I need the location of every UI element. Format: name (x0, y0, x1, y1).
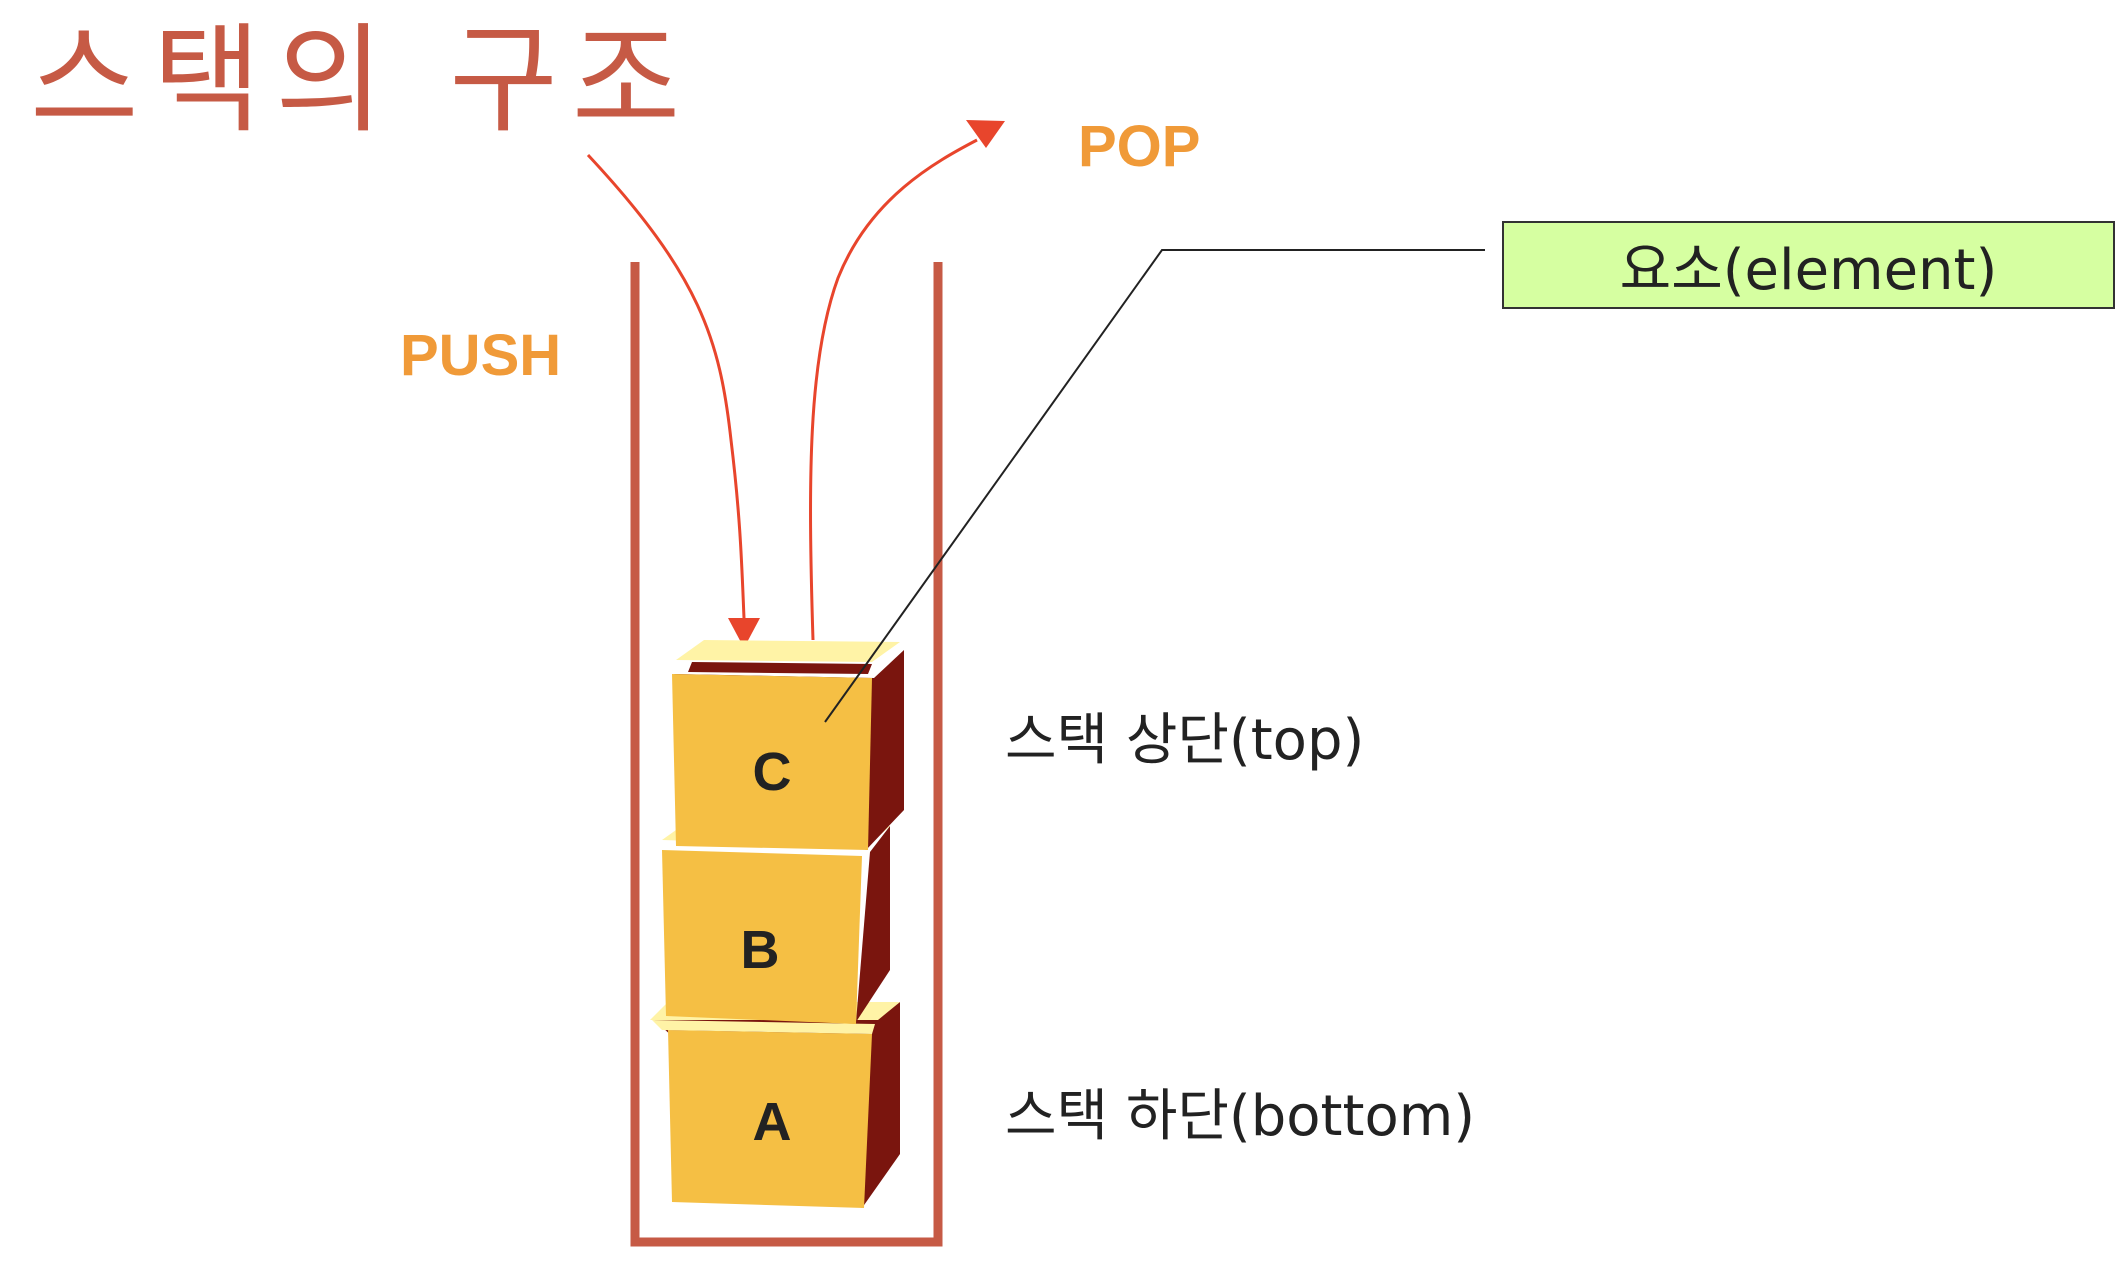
push-arrow (586, 153, 747, 641)
element-label-c: C (753, 742, 792, 802)
stack-bottom-label: 스택 하단(bottom) (1005, 1084, 1476, 1149)
element-callout-label: 요소(element) (1619, 237, 1998, 303)
element-callout: 요소(element) (1502, 221, 2115, 309)
pop-arrowhead (966, 120, 1005, 148)
pop-label: POP (1078, 114, 1201, 179)
push-arrowhead (728, 618, 760, 648)
callout-leader-line (824, 249, 1485, 723)
pop-arrow (809, 138, 978, 641)
stack-top-label: 스택 상단(top) (1005, 708, 1365, 773)
element-label-b: B (741, 920, 780, 980)
element-label-a: A (753, 1092, 792, 1152)
stack-container (630, 262, 943, 1247)
stack-element-c (672, 640, 904, 850)
diagram-title: 스택의 구조 (30, 11, 695, 149)
push-label: PUSH (400, 323, 562, 388)
